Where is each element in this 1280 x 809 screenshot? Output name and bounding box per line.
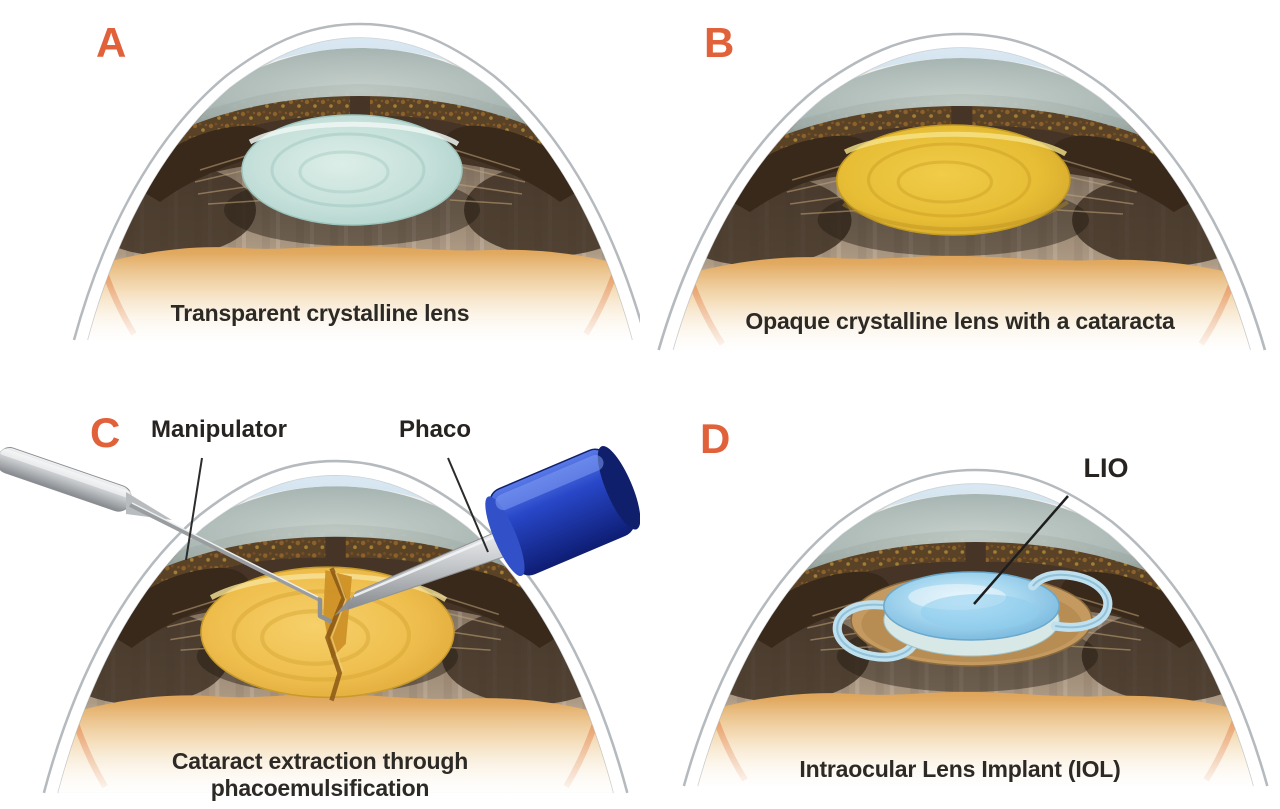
- iol-label: LIO: [1083, 453, 1129, 483]
- eye-illustration-phacoemulsification: [0, 446, 640, 809]
- iol-leader-line: [973, 495, 1069, 605]
- manipulator-tool: [0, 447, 333, 624]
- eye-illustration-transparent-lens: [0, 0, 640, 400]
- manipulator-leader-line: [185, 457, 203, 561]
- iol-implant: [832, 570, 1113, 667]
- caption-cataract-lens: Opaque crystalline lens with a cataracta: [745, 308, 1175, 334]
- panel-letter-d: D: [700, 415, 731, 462]
- panel-d: D LIO Intraocular Lens Implant (IOL): [640, 400, 1280, 809]
- caption-iol-implant: Intraocular Lens Implant (IOL): [799, 756, 1121, 782]
- panel-a: A Transparent crystalline lens: [0, 0, 640, 400]
- panel-letter-b: B: [704, 19, 735, 66]
- fragmenting-lens: [200, 566, 455, 702]
- phaco-leader-line: [447, 457, 489, 553]
- panel-letter-a: A: [96, 19, 127, 66]
- lens-crack: [324, 567, 347, 702]
- manipulator-label: Manipulator: [151, 416, 287, 443]
- cataract-lens: [835, 124, 1071, 236]
- phaco-label: Phaco: [398, 416, 472, 443]
- caption-line-2: phacoemulsification: [210, 775, 430, 801]
- transparent-lens: [241, 114, 463, 226]
- caption-phacoemulsification: Cataract extraction through phacoemulsif…: [0, 748, 640, 802]
- eye-illustration-iol-implant: [640, 400, 1280, 809]
- panel-c: C Manipulator Phaco Cataract extraction …: [0, 400, 640, 809]
- panel-b: B Opaque crystalline lens with a catarac…: [640, 0, 1280, 400]
- caption-line-1: Cataract extraction through: [171, 748, 469, 774]
- phaco-handpiece: [334, 446, 640, 616]
- panel-letter-c: C: [90, 409, 121, 456]
- caption-transparent-lens: Transparent crystalline lens: [170, 300, 470, 326]
- eye-illustration-cataract-lens: [640, 0, 1280, 400]
